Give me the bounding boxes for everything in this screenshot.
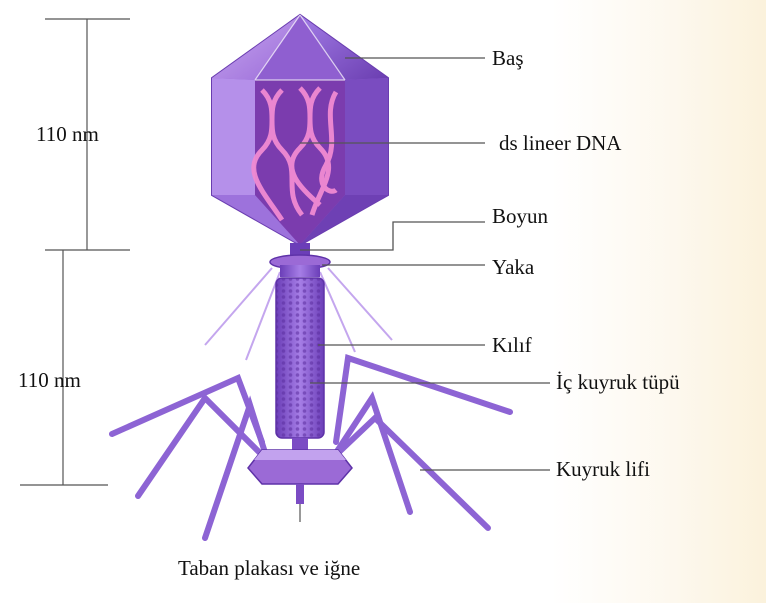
base-plate <box>248 450 352 522</box>
label-sheath: Kılıf <box>492 335 532 356</box>
label-inner-tube: İç kuyruk tüpü <box>556 372 680 393</box>
tail-sheath <box>276 278 324 456</box>
label-head: Baş <box>492 48 524 69</box>
label-tail-fiber: Kuyruk lifi <box>556 459 650 480</box>
head-capsid <box>212 15 388 245</box>
label-base-plate: Taban plakası ve iğne <box>178 558 360 579</box>
scale-label-lower: 110 nm <box>18 370 81 391</box>
label-dna: ds lineer DNA <box>499 133 621 154</box>
scale-label-upper: 110 nm <box>36 124 99 145</box>
label-neck: Boyun <box>492 206 548 227</box>
label-collar: Yaka <box>492 257 534 278</box>
